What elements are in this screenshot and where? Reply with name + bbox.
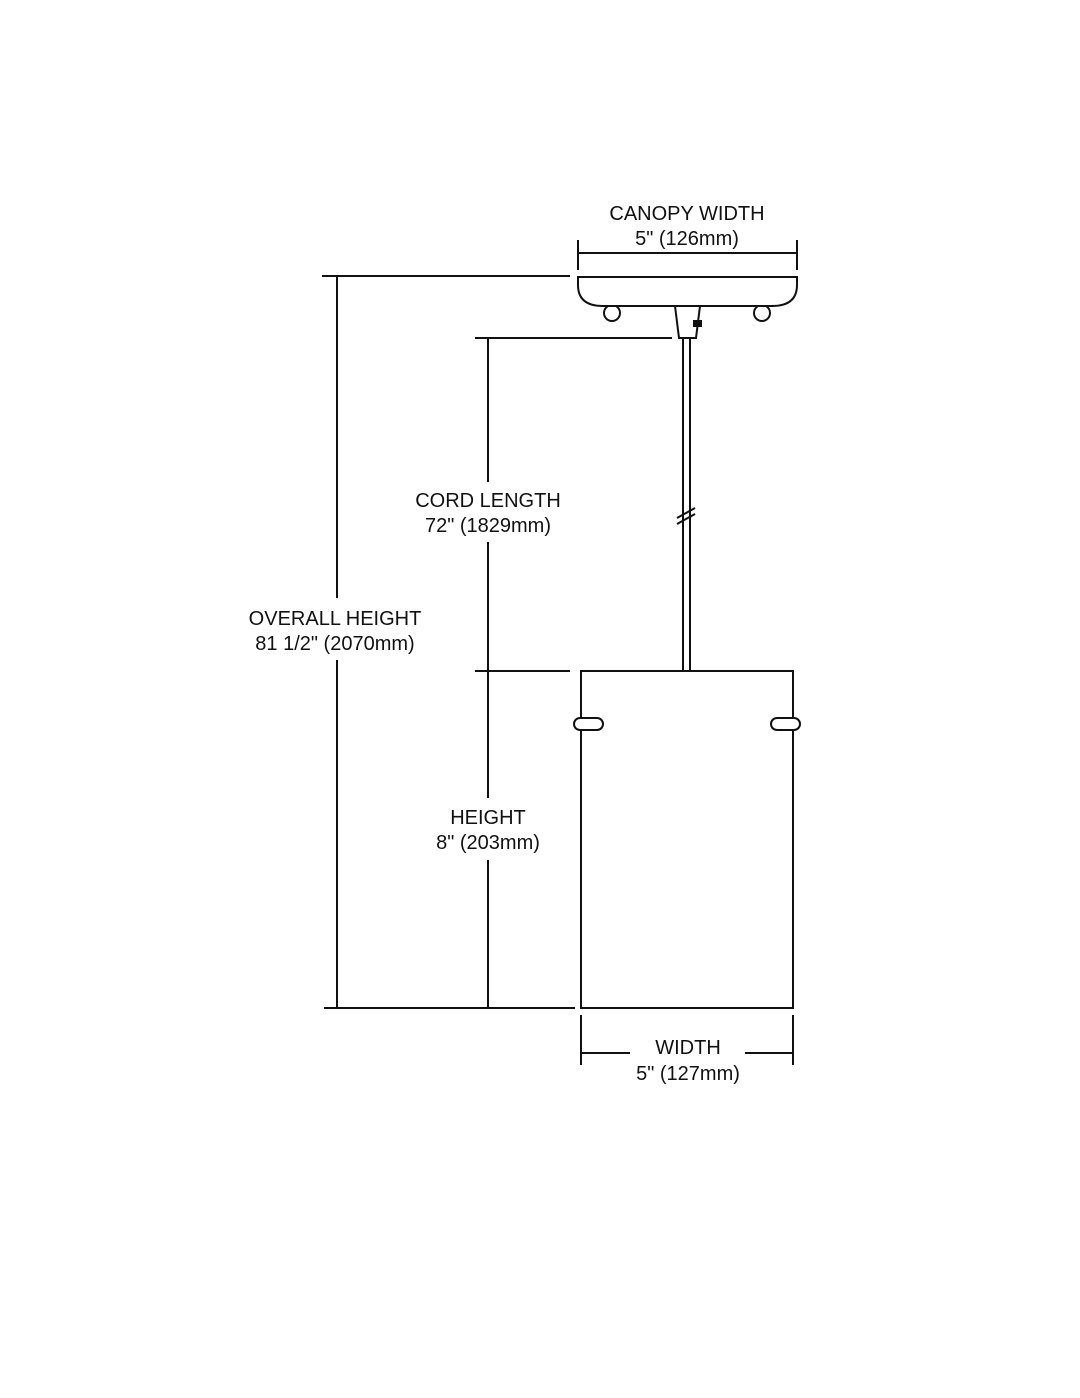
width-dimension: WIDTH 5" (127mm) — [580, 1015, 794, 1085]
cord-length-title: CORD LENGTH — [415, 490, 561, 512]
canopy — [577, 276, 798, 339]
height-value: 8" (203mm) — [436, 832, 540, 854]
canopy-width-value: 5" (126mm) — [635, 228, 739, 250]
overall-height-value: 81 1/2" (2070mm) — [255, 633, 414, 655]
canopy-width-dimension: CANOPY WIDTH 5" (126mm) — [577, 203, 798, 270]
cord-length-value: 72" (1829mm) — [425, 515, 551, 537]
cord — [676, 338, 696, 671]
overall-height-dimension: OVERALL HEIGHT 81 1/2" (2070mm) — [249, 275, 575, 1009]
canopy-width-title: CANOPY WIDTH — [609, 203, 764, 225]
shade — [573, 670, 801, 1009]
width-title: WIDTH — [655, 1037, 721, 1059]
cord-length-dimension: CORD LENGTH 72" (1829mm) HEIGHT 8" (203m… — [415, 337, 672, 1008]
overall-height-title: OVERALL HEIGHT — [249, 608, 422, 630]
width-value: 5" (127mm) — [636, 1063, 740, 1085]
height-title: HEIGHT — [450, 807, 526, 829]
